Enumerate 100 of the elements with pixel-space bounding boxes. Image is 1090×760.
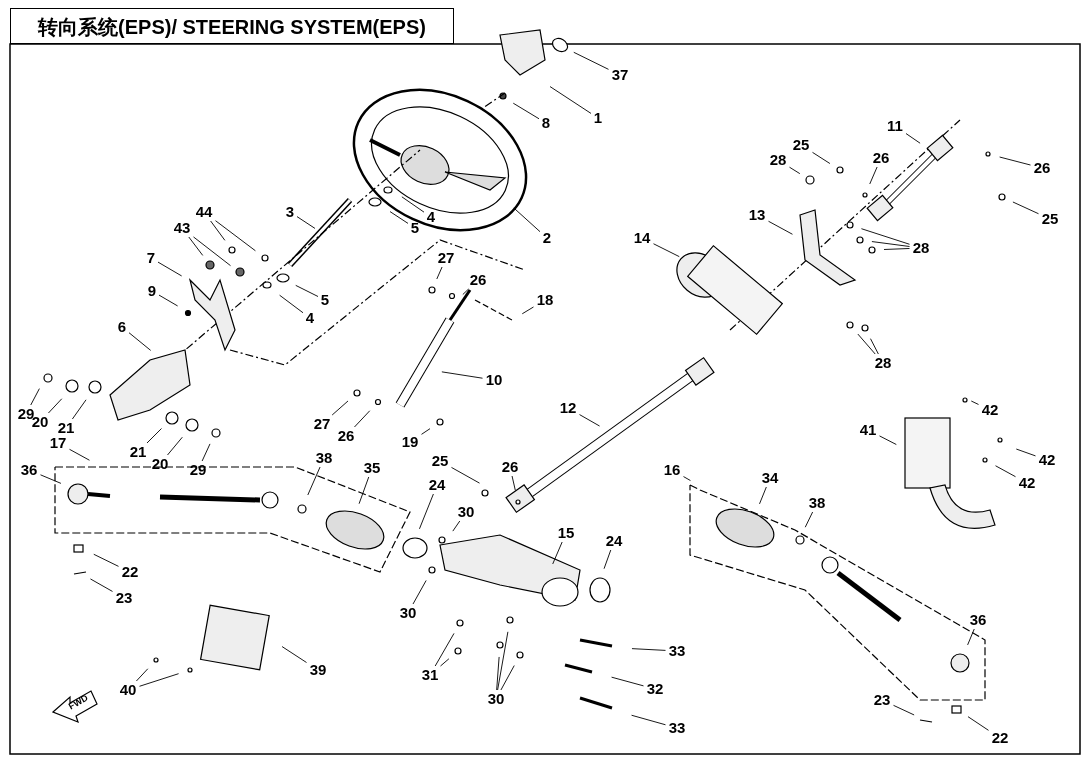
leader-line xyxy=(146,428,162,444)
callout-number: 31 xyxy=(420,667,440,683)
leader-line xyxy=(440,658,450,667)
leader-line xyxy=(434,632,455,667)
callout-number: 43 xyxy=(172,220,192,236)
callout-number: 26 xyxy=(336,428,356,444)
leader-line xyxy=(995,465,1016,478)
callout-number: 44 xyxy=(194,204,214,220)
leader-line xyxy=(451,467,480,484)
callout-number: 25 xyxy=(791,137,811,153)
leader-line xyxy=(999,156,1031,166)
leader-line xyxy=(513,207,541,233)
leader-line xyxy=(358,476,370,505)
callout-number: 36 xyxy=(19,462,39,478)
leader-line xyxy=(967,716,989,731)
callout-number: 26 xyxy=(871,150,891,166)
callout-number: 2 xyxy=(541,230,553,246)
leader-line xyxy=(421,428,431,435)
leader-line xyxy=(879,435,897,445)
callout-number: 17 xyxy=(48,435,68,451)
leader-line xyxy=(295,284,319,297)
callout-number: 13 xyxy=(747,207,767,223)
leader-line xyxy=(500,665,515,691)
callout-number: 21 xyxy=(128,444,148,460)
leader-line xyxy=(870,338,879,355)
leader-line xyxy=(401,196,425,213)
callout-number: 21 xyxy=(56,420,76,436)
leader-line xyxy=(683,476,691,481)
callout-number: 33 xyxy=(667,720,687,736)
callout-number: 39 xyxy=(308,662,328,678)
leader-line xyxy=(631,648,666,651)
leader-line xyxy=(331,400,349,416)
callout-number: 37 xyxy=(610,67,630,83)
callout-number: 36 xyxy=(968,612,988,628)
callout-number: 18 xyxy=(535,292,555,308)
callout-number: 22 xyxy=(120,564,140,580)
callout-number: 40 xyxy=(118,682,138,698)
leader-line xyxy=(128,332,152,351)
leader-line xyxy=(157,261,183,277)
callout-number: 38 xyxy=(314,450,334,466)
callout-number: 9 xyxy=(146,283,158,299)
callout-number: 24 xyxy=(427,477,447,493)
callout-number: 30 xyxy=(486,691,506,707)
leader-line xyxy=(883,248,910,250)
callout-number: 4 xyxy=(304,310,316,326)
callout-number: 42 xyxy=(1037,452,1057,468)
leader-line xyxy=(804,511,814,528)
callout-number: 23 xyxy=(872,692,892,708)
leader-line xyxy=(857,333,876,355)
callout-number: 25 xyxy=(1040,211,1060,227)
callout-number: 26 xyxy=(1032,160,1052,176)
leader-line xyxy=(496,656,500,691)
leader-line xyxy=(905,133,921,144)
leader-line xyxy=(893,704,915,716)
leader-line xyxy=(812,151,831,164)
callout-number: 22 xyxy=(990,730,1010,746)
callout-number: 3 xyxy=(284,204,296,220)
leader-line xyxy=(512,102,540,120)
leader-line xyxy=(611,676,644,687)
callout-number: 27 xyxy=(436,250,456,266)
leader-line xyxy=(193,236,231,267)
callout-number: 26 xyxy=(468,272,488,288)
callout-number: 12 xyxy=(558,400,578,416)
leader-line xyxy=(653,243,680,258)
callout-number: 29 xyxy=(188,462,208,478)
callout-number: 26 xyxy=(500,459,520,475)
leader-line xyxy=(1015,448,1036,457)
leader-line xyxy=(759,486,767,505)
callout-number: 16 xyxy=(662,462,682,478)
callout-number: 28 xyxy=(873,355,893,371)
callout-number: 6 xyxy=(116,319,128,335)
leader-line xyxy=(201,443,211,462)
callout-number: 10 xyxy=(484,372,504,388)
callout-number: 38 xyxy=(807,495,827,511)
leader-line xyxy=(579,414,601,427)
leader-line xyxy=(860,228,910,245)
leader-line xyxy=(511,475,516,491)
title: 转向系统(EPS)/ STEERING SYSTEM(EPS) xyxy=(10,8,454,44)
callout-number: 1 xyxy=(592,110,604,126)
leader-line xyxy=(167,436,183,456)
leader-line xyxy=(90,578,113,592)
leader-line xyxy=(970,400,979,405)
leader-line xyxy=(30,388,40,406)
callout-number: 28 xyxy=(768,152,788,168)
leader-line xyxy=(441,371,483,379)
leader-line xyxy=(869,166,878,185)
leader-line xyxy=(452,520,461,532)
callout-number: 41 xyxy=(858,422,878,438)
callout-number: 5 xyxy=(319,292,331,308)
leader-line xyxy=(419,493,434,530)
leader-line xyxy=(871,241,910,247)
leader-line xyxy=(215,220,256,252)
callout-number: 4 xyxy=(425,209,437,225)
leader-line xyxy=(789,166,801,175)
callout-number: 42 xyxy=(1017,475,1037,491)
leader-line xyxy=(497,631,509,691)
leader-line xyxy=(462,288,470,295)
leader-line xyxy=(296,216,316,229)
leader-line xyxy=(48,398,63,414)
leader-line xyxy=(768,220,793,235)
